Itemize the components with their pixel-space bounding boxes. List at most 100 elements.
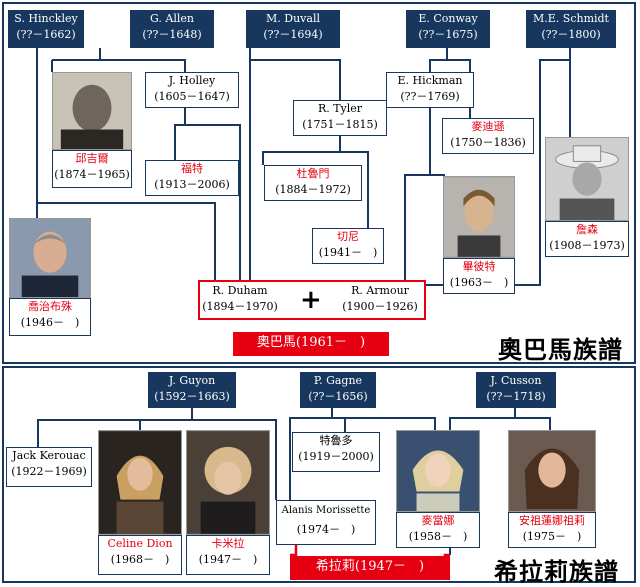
- person-name: R. Armour: [351, 284, 409, 297]
- person-name: P. Gagne: [313, 374, 363, 387]
- person-years: (??－1662): [16, 28, 76, 41]
- person-name: J. Guyon: [168, 374, 216, 387]
- person-years: (1605－1647): [154, 90, 230, 103]
- person-hickman: E. Hickman (??－1769): [386, 72, 474, 108]
- person-madison: 麥迪遜 (1750－1836): [442, 118, 534, 154]
- person-name: 喬治布殊: [28, 300, 72, 313]
- person-years: (??－1800): [541, 28, 601, 41]
- person-pitt: 畢彼特 (1963－ ): [443, 258, 515, 294]
- person-madonna: 麥當娜 (1958－ ): [396, 512, 480, 548]
- photo-camilla: [186, 430, 270, 535]
- photo-jolie: [508, 430, 596, 512]
- photo-madonna: [396, 430, 480, 512]
- person-years: (??－1675): [418, 28, 478, 41]
- person-name: E. Conway: [418, 12, 478, 25]
- person-years: (??－1648): [142, 28, 202, 41]
- person-name: 詹森: [576, 223, 598, 236]
- root-years: (1947－ ): [354, 559, 425, 574]
- person-churchill: 邱吉爾 (1874－1965): [52, 150, 132, 188]
- person-trudeau: 特魯多 (1919－2000): [292, 432, 380, 472]
- person-years: (1947－ ): [198, 553, 258, 566]
- person-conway: E. Conway (??－1675): [406, 10, 490, 48]
- photo-dion: [98, 430, 182, 535]
- root-name: 希拉莉: [315, 559, 355, 574]
- person-kerouac: Jack Kerouac (1922－1969): [6, 447, 92, 487]
- person-years: (1974－ ): [296, 523, 356, 536]
- root-years: (1961－ ): [295, 335, 366, 350]
- person-years: (1884－1972): [275, 183, 351, 196]
- photo-johnson: [545, 137, 629, 221]
- person-hinckley: S. Hinckley (??－1662): [8, 10, 84, 48]
- person-years: (1908－1973): [549, 239, 625, 252]
- person-years: (1894－1970): [202, 300, 278, 313]
- person-photo-icon: [546, 138, 628, 220]
- photo-churchill: [52, 72, 132, 150]
- person-jolie: 安祖蓮娜祖莉 (1975－ ): [508, 512, 596, 548]
- person-armour: R. Armour (1900－1926): [340, 283, 420, 317]
- person-name: M. Duvall: [266, 12, 320, 25]
- person-years: (??－1694): [263, 28, 323, 41]
- person-photo-icon: [444, 177, 514, 257]
- person-name: E. Hickman: [397, 74, 463, 87]
- person-name: Alanis Morissette: [281, 505, 371, 516]
- person-name: 麥迪遜: [471, 120, 505, 133]
- person-name: G. Allen: [150, 12, 194, 25]
- person-years: (1900－1926): [342, 300, 418, 313]
- person-name: 杜魯門: [296, 167, 330, 180]
- person-dion: Celine Dion (1968－ ): [98, 535, 182, 575]
- person-name: 邱吉爾: [75, 152, 109, 165]
- person-years: (1941－ ): [318, 246, 378, 259]
- person-name: 卡米拉: [211, 537, 245, 550]
- root-name: 奧巴馬: [256, 335, 296, 350]
- person-johnson: 詹森 (1908－1973): [545, 221, 629, 257]
- person-name: 麥當娜: [421, 514, 455, 527]
- person-years: (1946－ ): [20, 316, 80, 329]
- person-years: (1750－1836): [450, 136, 526, 149]
- person-years: (1975－ ): [522, 530, 582, 543]
- person-name: J. Cusson: [490, 374, 542, 387]
- person-years: (1958－ ): [408, 530, 468, 543]
- photo-pitt: [443, 176, 515, 258]
- obama-root-bar: 奧巴馬(1961－ ): [233, 332, 389, 356]
- person-bush: 喬治布殊 (1946－ ): [9, 298, 91, 336]
- person-name: 特魯多: [319, 434, 353, 447]
- photo-bush: [9, 218, 91, 298]
- person-name: Jack Kerouac: [12, 449, 86, 462]
- person-name: R. Tyler: [317, 102, 363, 115]
- person-photo-icon: [10, 219, 90, 297]
- person-ford: 福特 (1913－2006): [145, 160, 239, 196]
- person-duvall: M. Duvall (??－1694): [246, 10, 340, 48]
- person-morissette: Alanis Morissette (1974－ ): [276, 500, 376, 545]
- person-schmidt: M.E. Schmidt (??－1800): [526, 10, 616, 48]
- person-allen: G. Allen (??－1648): [130, 10, 214, 48]
- person-photo-icon: [187, 431, 269, 534]
- clinton-root-bar: 希拉莉(1947－ ): [290, 556, 450, 580]
- person-camilla: 卡米拉 (1947－ ): [186, 535, 270, 575]
- person-years: (1919－2000): [298, 450, 374, 463]
- person-photo-icon: [397, 431, 479, 511]
- person-years: (1751－1815): [302, 118, 378, 131]
- person-years: (1913－2006): [154, 178, 230, 191]
- person-name: Celine Dion: [107, 537, 173, 550]
- person-years: (1922－1969): [11, 465, 87, 478]
- person-years: (1592－1663): [154, 390, 230, 403]
- person-photo-icon: [509, 431, 595, 511]
- person-holley: J. Holley (1605－1647): [145, 72, 239, 108]
- person-name: J. Holley: [168, 74, 216, 87]
- person-name: M.E. Schmidt: [533, 12, 609, 25]
- person-cheney: 切尼 (1941－ ): [312, 228, 384, 264]
- person-years: (1963－ ): [449, 276, 509, 289]
- person-years: (1968－ ): [110, 553, 170, 566]
- clinton-tree-title: 希拉莉族譜: [494, 558, 619, 586]
- person-tyler: R. Tyler (1751－1815): [293, 100, 387, 136]
- person-name: S. Hinckley: [14, 12, 78, 25]
- person-years: (1874－1965): [54, 168, 130, 181]
- person-truman: 杜魯門 (1884－1972): [264, 165, 362, 201]
- person-name: 切尼: [337, 230, 359, 243]
- person-photo-icon: [53, 73, 131, 149]
- person-name: 福特: [181, 162, 203, 175]
- person-cusson: J. Cusson (??－1718): [476, 372, 556, 408]
- person-years: (??－1656): [308, 390, 368, 403]
- union-plus-sign: +: [300, 285, 322, 315]
